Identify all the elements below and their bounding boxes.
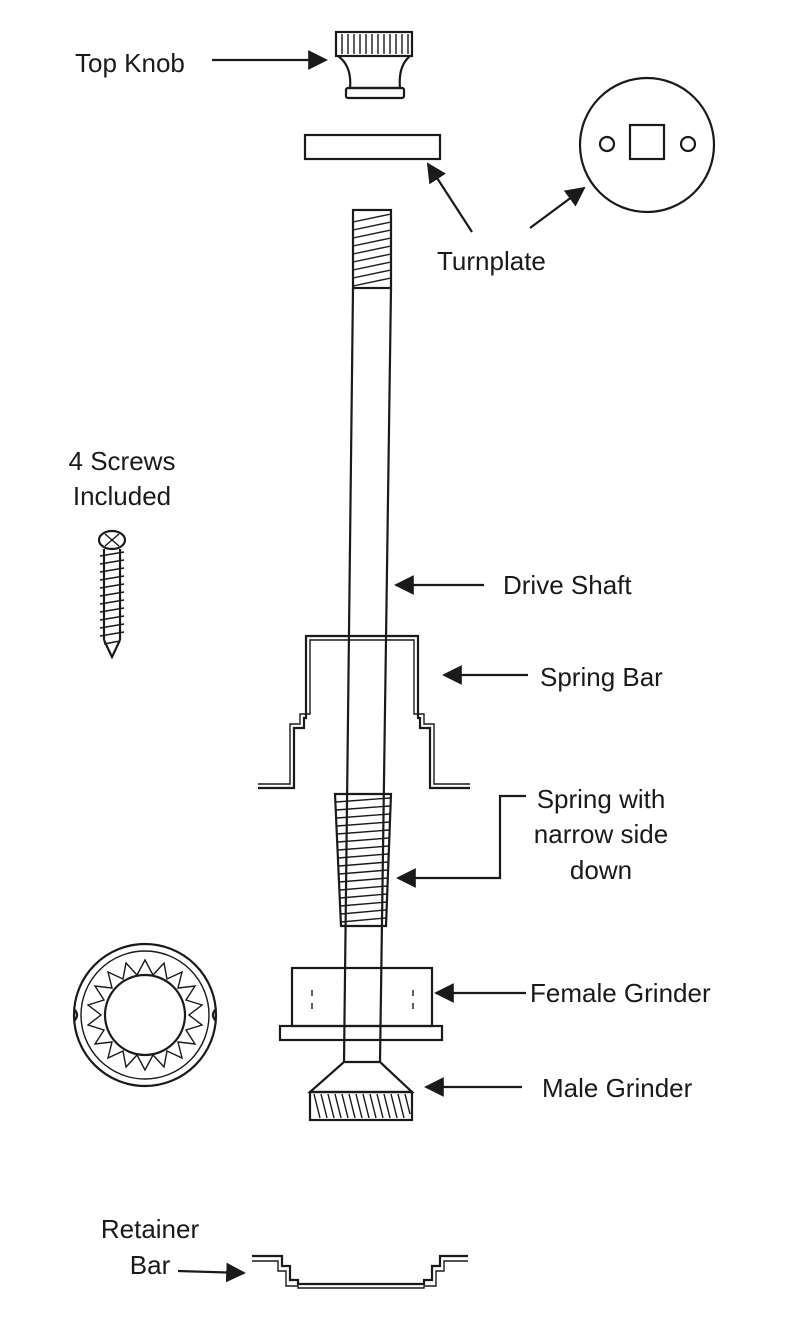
turnplate-label: Turnplate	[437, 246, 546, 276]
spring-label-line1: Spring with	[537, 784, 666, 814]
screws-label-line2: Included	[73, 481, 171, 511]
male-grinder-part	[307, 1060, 415, 1122]
top-knob-label: Top Knob	[75, 48, 185, 78]
turnplate-side-view	[303, 133, 442, 161]
spring-coils	[335, 797, 391, 923]
spring-label-line2: narrow side	[534, 819, 668, 849]
turnplate-arrow-right	[529, 186, 586, 229]
male-grinder-teeth	[313, 1093, 411, 1119]
top-knob-knurling	[341, 34, 409, 54]
turnplate-arrow-left	[426, 162, 473, 233]
screw-part	[97, 529, 127, 660]
spring-part	[333, 792, 393, 928]
retainer-label-line1: Retainer	[101, 1214, 200, 1244]
screws-label-line1: 4 Screws	[69, 446, 176, 476]
screw-threads	[99, 551, 125, 645]
drive-shaft-part	[342, 208, 393, 1063]
turnplate-top-view	[578, 76, 716, 214]
retainer-bar-part	[252, 1254, 468, 1289]
drive-shaft-label: Drive Shaft	[503, 570, 632, 600]
female-grinder-part	[278, 966, 444, 1042]
spring-bar-part	[258, 634, 470, 790]
female-grinder-label: Female Grinder	[530, 978, 711, 1008]
retainer-label-line2: Bar	[130, 1250, 171, 1280]
drive-shaft-threads	[352, 213, 392, 287]
male-grinder-label: Male Grinder	[542, 1073, 693, 1103]
female-grinder-top-view	[72, 942, 218, 1088]
spring-bar-label: Spring Bar	[540, 662, 663, 692]
top-knob-part	[334, 30, 414, 100]
spring-label-line3: down	[570, 855, 632, 885]
spring-arrow	[396, 794, 526, 888]
retainer-bar-arrow	[177, 1262, 246, 1283]
